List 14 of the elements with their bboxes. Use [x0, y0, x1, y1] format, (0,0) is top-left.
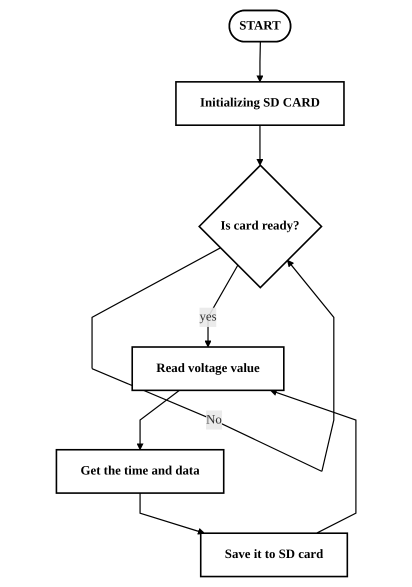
node-diamond: Is card ready? [198, 164, 322, 289]
node-box: Save it to SD card [200, 532, 348, 578]
arrow [91, 247, 334, 472]
arrow [256, 125, 264, 166]
arrow [270, 389, 356, 534]
node-box: Initializing SD CARD [174, 81, 345, 126]
node-box: Get the time and data [55, 448, 224, 494]
arrow [136, 390, 180, 450]
edge-label: yes [199, 310, 216, 324]
node-box: Read voltage value [131, 346, 284, 392]
arrow [139, 493, 205, 535]
arrow [204, 265, 238, 348]
edge-label: No [206, 412, 222, 426]
arrow [256, 42, 264, 82]
